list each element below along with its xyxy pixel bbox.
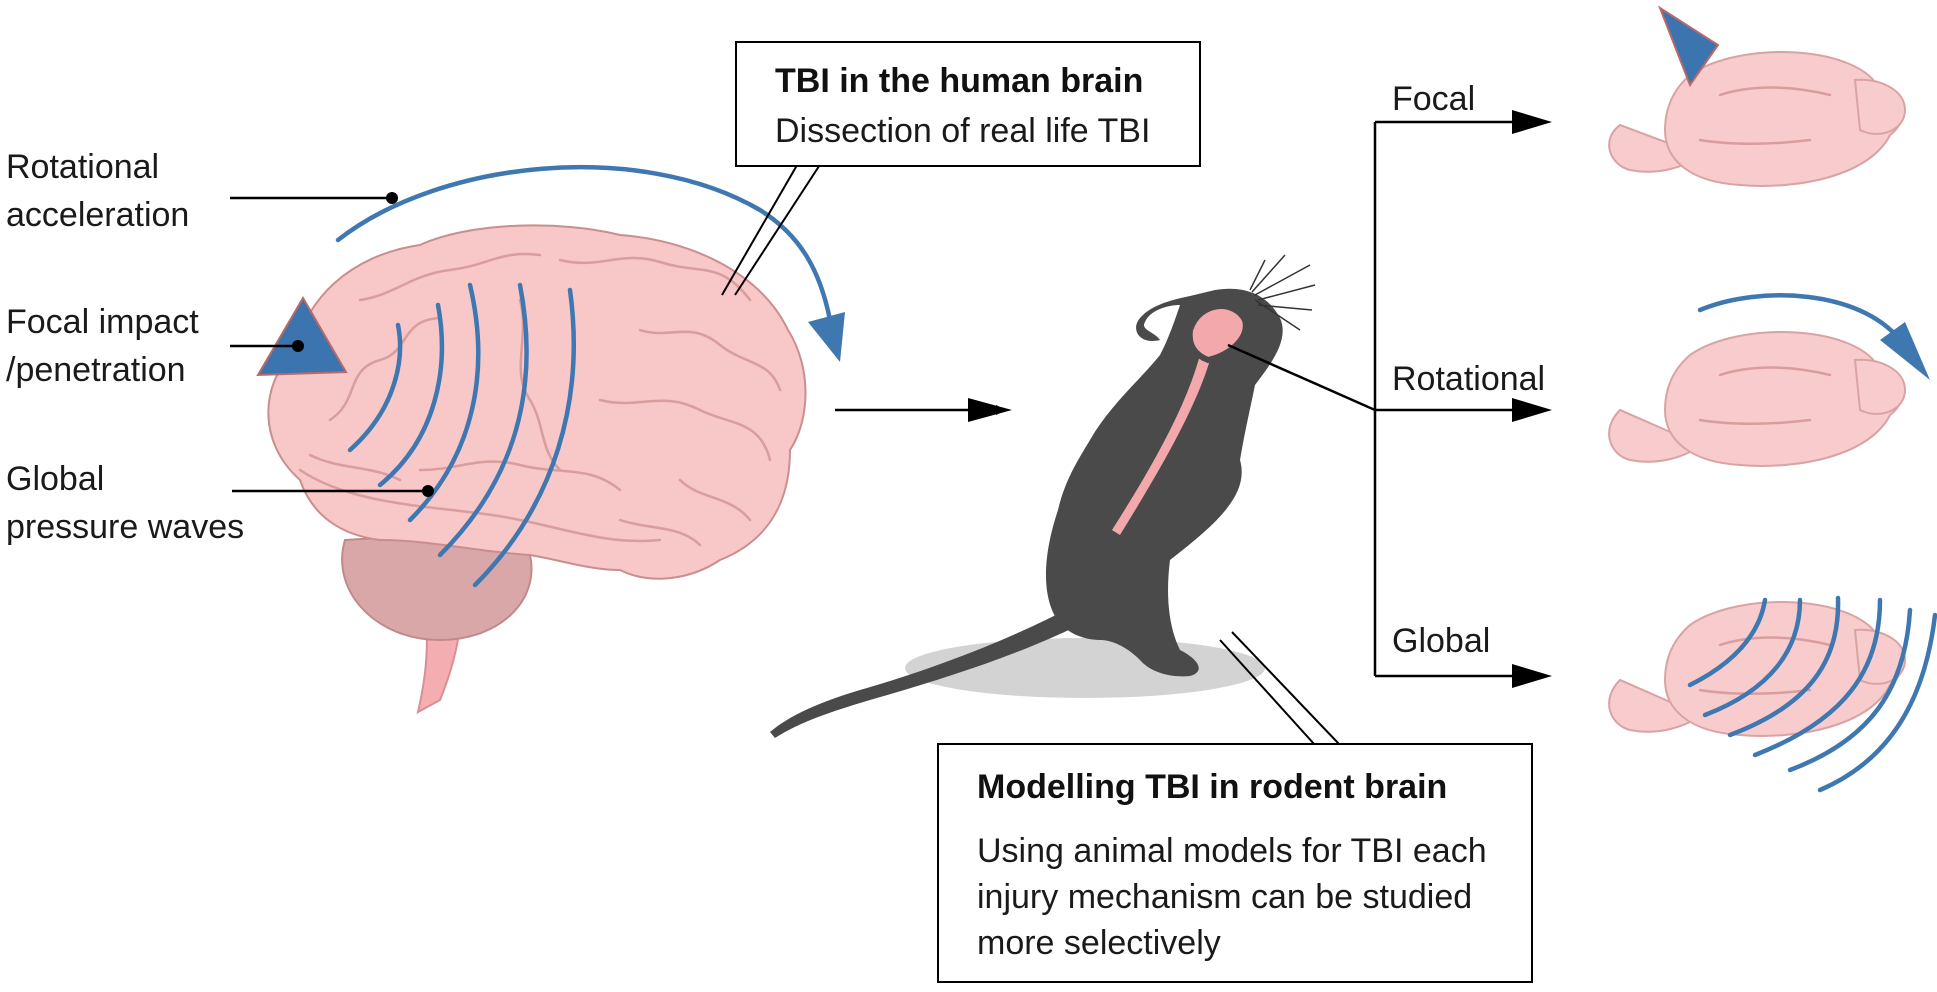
label-global-line2: pressure waves [6,508,244,546]
rodent-brain-global [1608,595,1937,793]
label-focal-line2: /penetration [6,351,186,389]
mouse-tail [770,605,1085,738]
rotational-arrowhead-human [808,312,845,362]
branch-label-global: Global [1392,622,1490,660]
human-callout: TBI in the human brain Dissection of rea… [721,41,1201,296]
rodent-rotational-arrowhead [1880,322,1930,380]
human-pressure-waves [347,282,576,588]
rodent-callout-box [937,743,1533,983]
mouse-body [1045,288,1283,677]
rodent-brain-focal [1608,5,1907,187]
mouse-belly-stripe [1112,355,1210,535]
rotational-arc-human [335,164,845,362]
label-global-line1: Global [6,460,104,498]
branch-tree: Focal Rotational Global [1227,80,1552,688]
branch-label-rotational: Rotational [1392,360,1545,398]
rodent-global-waves [1687,595,1937,793]
label-pointers [230,192,434,497]
branch-label-focal: Focal [1392,80,1475,118]
rodent-brain-rotational [1608,293,1930,467]
human-brain [267,224,807,714]
rodent-callout-line2: injury mechanism can be studied [977,878,1472,916]
label-focal-line1: Focal impact [6,303,199,341]
rodent-callout-title: Modelling TBI in rodent brain [977,768,1447,806]
focal-impact-triangle [256,296,348,377]
label-rotational-line1: Rotational [6,148,159,186]
human-callout-box [735,41,1201,167]
rodent-callout-line3: more selectively [977,924,1221,962]
human-callout-title: TBI in the human brain [775,62,1143,100]
label-rotational-line2: acceleration [6,196,189,234]
rodent-callout-line1: Using animal models for TBI each [977,832,1487,870]
human-callout-subtitle: Dissection of real life TBI [775,112,1150,150]
rodent-callout: Modelling TBI in rodent brain Using anim… [937,631,1533,983]
cerebrum [267,224,807,580]
mouse [770,254,1316,738]
rodent-focal-triangle [1657,5,1720,88]
mouse-whiskers [1249,254,1316,331]
left-labels: Rotational acceleration Focal impact /pe… [6,148,244,546]
